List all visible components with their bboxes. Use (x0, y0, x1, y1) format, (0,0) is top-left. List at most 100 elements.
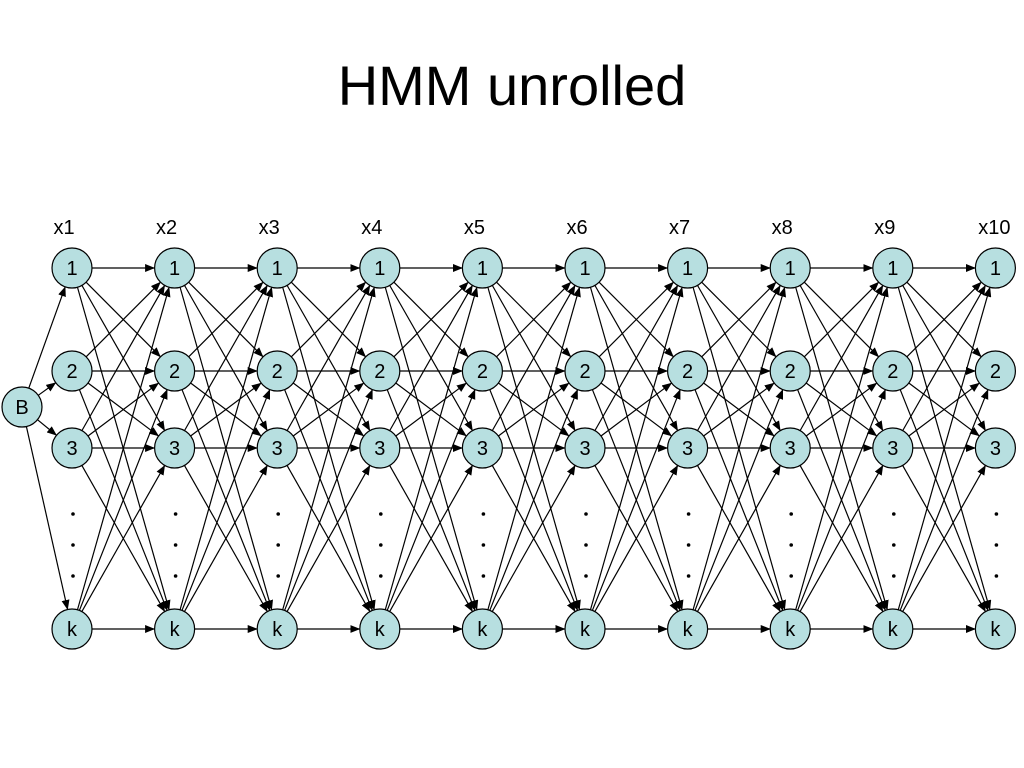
state-node-x7-k: k (666, 608, 709, 650)
state-node-label: 1 (477, 258, 488, 280)
edge-x8-3-to-x9-2 (805, 382, 878, 437)
edge-x2-3-to-x3-1 (183, 284, 268, 431)
state-node-circle (769, 247, 811, 289)
edge-x1-2-to-x2-1 (85, 281, 161, 358)
edge-x4-k-to-x5-1 (384, 286, 479, 610)
state-node-label: 3 (682, 438, 693, 460)
edge-x7-k-to-x8-3 (696, 464, 781, 612)
edge-x7-3-to-x8-1 (696, 284, 781, 431)
ellipsis-dot (71, 512, 75, 516)
state-node-label: k (580, 619, 591, 641)
state-node-circle (359, 247, 401, 289)
state-node-label: k (67, 619, 78, 641)
state-node-circle (51, 350, 93, 392)
state-node-circle (872, 350, 914, 392)
state-node-label: 2 (887, 361, 898, 383)
state-node-label: 1 (374, 258, 385, 280)
state-node-x1-3: 3 (51, 427, 93, 469)
state-node-circle (872, 247, 914, 289)
ellipsis-dot (276, 512, 281, 516)
edge-x8-2-to-x9-1 (803, 281, 880, 358)
column-label-x8: x8 (772, 217, 793, 239)
state-node-circle (564, 350, 606, 392)
ellipsis-dot (584, 543, 588, 547)
ellipsis-dot (71, 543, 75, 547)
state-node-x10-1: 1 (974, 247, 1017, 289)
state-node-x1-k: k (51, 608, 93, 650)
state-node-label: k (477, 619, 488, 641)
ellipsis-dot (173, 574, 178, 578)
state-node-label: 3 (477, 438, 488, 460)
column-label-x2: x2 (156, 217, 177, 239)
edge-x8-k-to-x9-2 (797, 389, 886, 611)
edge-x3-k-to-x4-3 (286, 464, 371, 612)
start-node: B (1, 386, 43, 428)
ellipsis-dot (892, 543, 896, 547)
state-node-x8-2: 2 (769, 350, 811, 392)
state-node-x7-2: 2 (666, 350, 709, 392)
state-node-label: 2 (990, 361, 1001, 383)
ellipsis-dot (481, 512, 486, 516)
edge-x5-k-to-x6-3 (491, 464, 576, 612)
state-node-x4-2: 2 (359, 350, 401, 392)
state-node-label: 1 (272, 258, 283, 280)
edge-x9-k-to-x10-3 (902, 464, 986, 612)
state-node-circle (769, 427, 811, 469)
edge-x3-k-to-x4-1 (282, 286, 376, 610)
state-node-x8-3: 3 (769, 427, 811, 469)
state-node-x2-2: 2 (154, 350, 196, 392)
state-node-x2-k: k (154, 608, 196, 650)
edge-B-to-1-x1 (28, 286, 66, 389)
edge-x7-k-to-x8-1 (692, 286, 786, 610)
ellipsis-dot (789, 543, 793, 547)
state-node-circle (974, 427, 1017, 469)
edge-x6-k-to-x7-1 (589, 286, 684, 610)
edge-x4-k-to-x5-3 (389, 464, 473, 612)
column-label-x6: x6 (566, 217, 587, 239)
column-label-x5: x5 (464, 217, 485, 239)
state-node-x7-1: 1 (666, 247, 709, 289)
edge-x5-2-to-x6-1 (496, 281, 572, 358)
state-node-label: 3 (579, 438, 590, 460)
state-node-circle (359, 350, 401, 392)
ellipsis-dot (276, 574, 281, 578)
state-node-circle (666, 350, 709, 392)
state-node-x7-3: 3 (666, 427, 709, 469)
state-node-circle (154, 608, 196, 650)
edge-x4-2-to-x5-1 (393, 281, 469, 358)
state-node-x9-2: 2 (872, 350, 914, 392)
state-node-circle (974, 608, 1017, 650)
ellipsis-dot (584, 574, 588, 578)
state-node-x1-1: 1 (51, 247, 93, 289)
state-node-x4-k: k (359, 608, 401, 650)
ellipsis-dot (994, 512, 999, 516)
state-node-circle (51, 247, 93, 289)
edge-x4-3-to-x5-1 (389, 284, 473, 431)
edge-x3-2-to-x4-1 (290, 281, 367, 358)
ellipsis-dot (481, 574, 486, 578)
state-node-label: 2 (169, 361, 180, 383)
edge-x8-k-to-x9-3 (799, 464, 884, 612)
edge-x7-3-to-x8-2 (703, 382, 775, 437)
state-node-x5-3: 3 (461, 427, 503, 469)
state-node-label: 1 (990, 258, 1001, 280)
edge-x9-3-to-x10-2 (908, 382, 980, 437)
edge-x9-k-to-x10-2 (899, 389, 989, 611)
edge-x6-3-to-x7-2 (600, 382, 672, 437)
edge-x5-3-to-x6-2 (498, 382, 570, 437)
state-node-circle (461, 427, 503, 469)
state-node-x3-3: 3 (256, 427, 298, 469)
state-node-circle (564, 247, 606, 289)
state-node-label: 2 (272, 361, 283, 383)
ellipsis-dot (789, 512, 793, 516)
nodes-layer: B123k123k123k123k123k123k123k123k123k123… (1, 247, 1017, 650)
state-node-x9-3: 3 (872, 427, 914, 469)
edge-x3-3-to-x4-1 (286, 284, 371, 431)
edge-x9-3-to-x10-1 (902, 284, 986, 431)
state-node-label: 3 (990, 438, 1001, 460)
state-node-circle (769, 608, 811, 650)
state-node-x5-1: 1 (461, 247, 503, 289)
state-node-circle (154, 247, 196, 289)
